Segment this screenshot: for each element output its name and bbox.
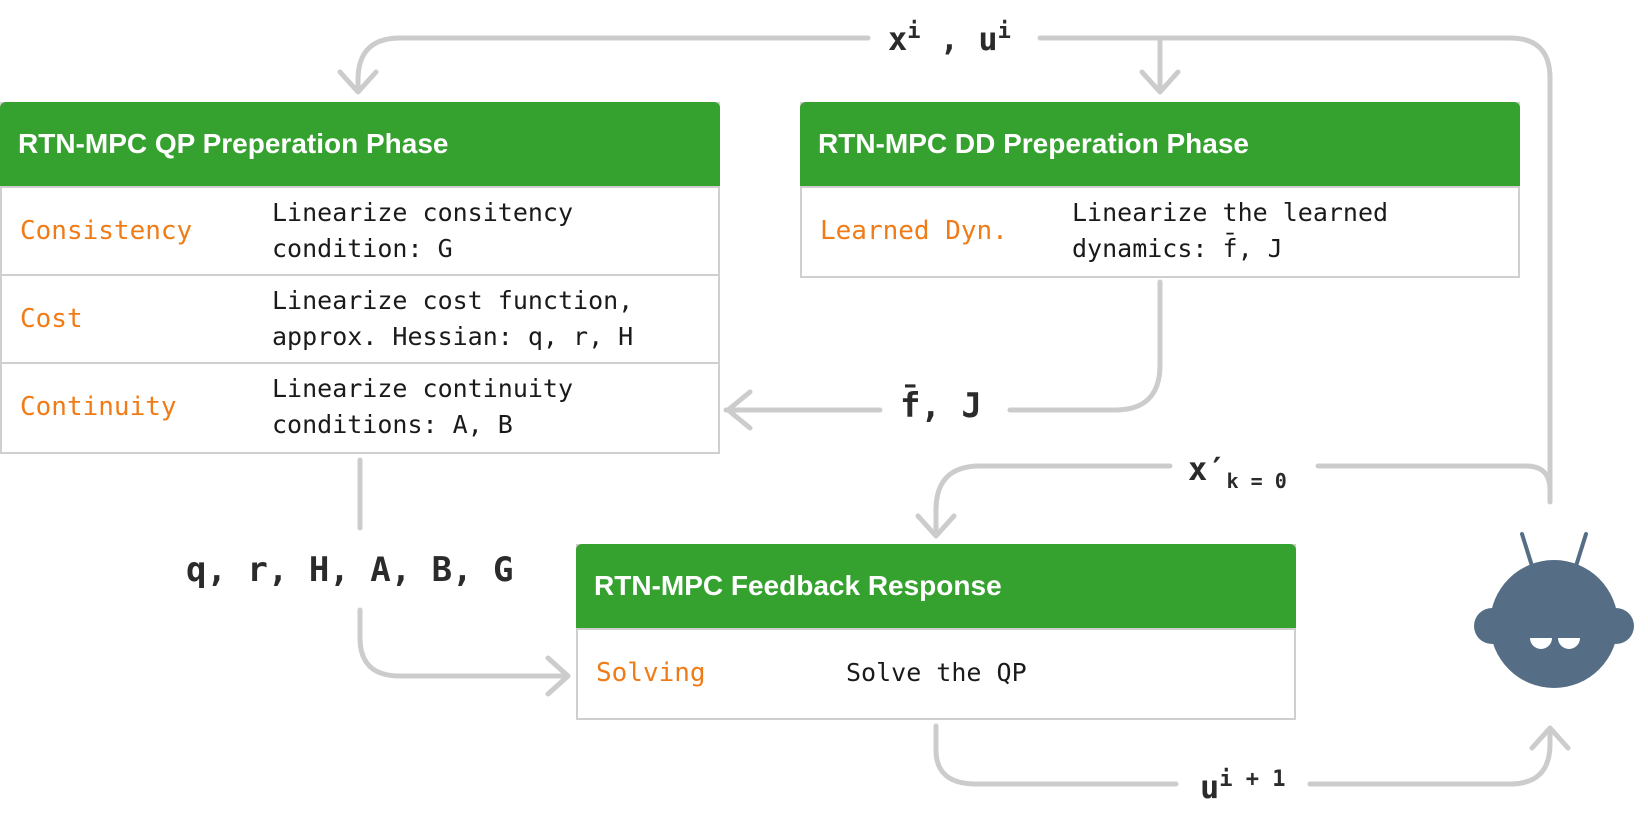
fb-row-solving: Solving Solve the QP (578, 628, 1294, 716)
row-key: Solving (596, 658, 706, 688)
arrow-state-to-qp (355, 35, 871, 93)
dd-preparation-title: RTN-MPC DD Preperation Phase (800, 102, 1520, 186)
robot-icon (1474, 532, 1634, 688)
row-key: Continuity (20, 392, 177, 422)
measured-state-label: x′k = 0 (1188, 450, 1287, 493)
arrow-measured-state (1315, 463, 1553, 505)
dd-row-learned-dynamics: Learned Dyn. Linearize the learned dynam… (802, 186, 1518, 274)
arrow-dd-to-qp (1007, 279, 1163, 413)
row-key: Cost (20, 304, 83, 334)
feedback-response-box: RTN-MPC Feedback Response Solving Solve … (576, 544, 1296, 720)
qp-terms-label: q, r, H, A, B, G (186, 550, 514, 590)
dd-preparation-box: RTN-MPC DD Preperation Phase Learned Dyn… (800, 102, 1520, 278)
row-value: Linearize continuity conditions: A, B (272, 374, 574, 439)
row-key: Learned Dyn. (820, 216, 1008, 246)
qp-row-cost: Cost Linearize cost function, approx. He… (2, 274, 718, 362)
feedback-response-title: RTN-MPC Feedback Response (576, 544, 1296, 628)
qp-preparation-box: RTN-MPC QP Preperation Phase Consistency… (0, 102, 720, 454)
next-input-label: ui + 1 (1200, 767, 1286, 806)
row-value: Solve the QP (846, 658, 1027, 687)
qp-row-consistency: Consistency Linearize consitency conditi… (2, 186, 718, 274)
arrow-state-to-robot-loop (1037, 35, 1553, 503)
state-input-label: xi , ui (888, 19, 1011, 58)
row-key: Consistency (20, 216, 193, 246)
row-value: Linearize consitency condition: G (272, 198, 574, 263)
row-value: Linearize the learned dynamics: f̄, J (1072, 198, 1389, 263)
qp-row-continuity: Continuity Linearize continuity conditio… (2, 362, 718, 450)
row-value: Linearize cost function, approx. Hessian… (272, 286, 634, 351)
arrow-feedback-to-robot (933, 723, 1179, 787)
qp-preparation-title: RTN-MPC QP Preperation Phase (0, 102, 720, 186)
dynamics-label: f̄, J (900, 386, 982, 426)
